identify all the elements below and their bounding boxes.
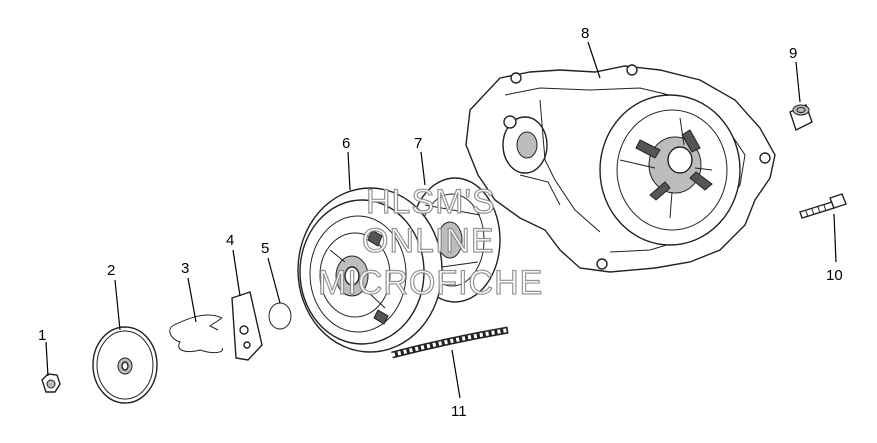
part-10-bolt[interactable] xyxy=(799,193,847,219)
callout-labels: 1 2 3 4 5 6 7 8 9 10 11 xyxy=(38,25,843,420)
watermark: HLSM'S ONLINE MICROFICHE xyxy=(317,182,543,302)
part-1-nut[interactable] xyxy=(41,373,61,393)
callout-6: 6 xyxy=(342,135,350,152)
callout-11: 11 xyxy=(451,403,467,420)
part-6-reel[interactable] xyxy=(297,187,443,353)
callout-4: 4 xyxy=(226,232,234,249)
part-2-plate[interactable] xyxy=(92,326,158,404)
part-4-pawl[interactable] xyxy=(231,291,263,361)
part-8-housing[interactable] xyxy=(465,64,776,273)
callout-9: 9 xyxy=(789,45,797,62)
part-3-spring[interactable] xyxy=(169,314,224,354)
part-9-bushing[interactable] xyxy=(789,104,813,131)
callout-7: 7 xyxy=(414,135,422,152)
callout-8: 8 xyxy=(581,25,589,42)
callout-5: 5 xyxy=(261,240,269,257)
part-5-clip[interactable] xyxy=(268,302,292,330)
callout-2: 2 xyxy=(107,262,115,279)
part-11-rope[interactable] xyxy=(391,326,509,359)
watermark-line-1: HLSM'S xyxy=(366,183,496,221)
callout-10: 10 xyxy=(826,267,843,284)
callout-3: 3 xyxy=(181,260,189,277)
watermark-line-3: MICROFICHE xyxy=(318,264,543,302)
watermark-line-2: ONLINE xyxy=(362,222,495,260)
callout-1: 1 xyxy=(38,327,46,344)
leader-lines xyxy=(45,41,837,399)
